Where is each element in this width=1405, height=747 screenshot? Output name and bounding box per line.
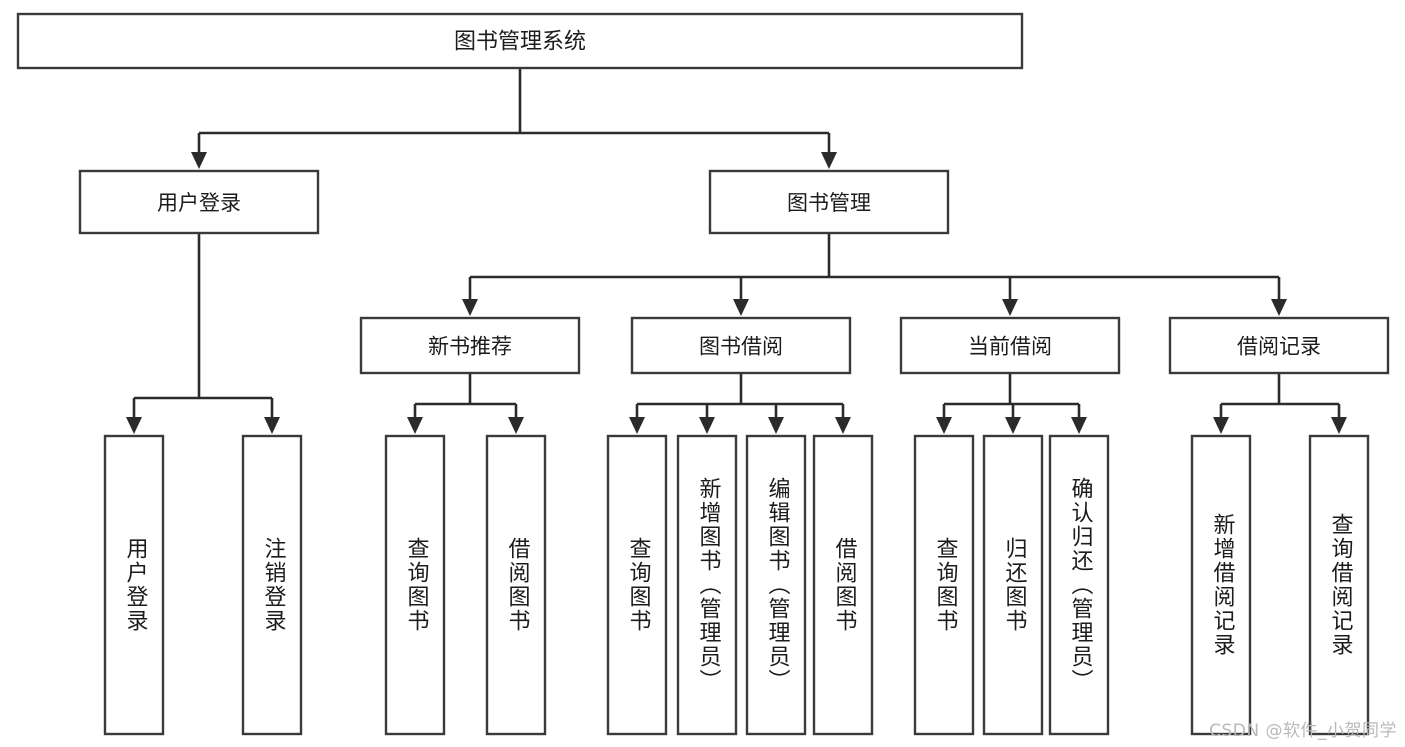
- node-label-book-manage: 图书管理: [787, 191, 871, 215]
- node-box-leaf-add-book[interactable]: [676, 434, 738, 736]
- node-box-root[interactable]: [16, 12, 1024, 70]
- node-box-leaf-query-book-3[interactable]: [913, 434, 975, 736]
- node-box-leaf-return-book[interactable]: [982, 434, 1044, 736]
- arrow-head-leaf-confirm-return: [1071, 417, 1087, 434]
- arrow-head-leaf-add-record: [1213, 417, 1229, 434]
- node-box-leaf-user-login[interactable]: [103, 434, 165, 736]
- arrow-head-current-borrow: [1002, 299, 1018, 316]
- node-box-leaf-logout[interactable]: [241, 434, 303, 736]
- arrow-head-leaf-query-book-3: [936, 417, 952, 434]
- arrow-head-user-login: [191, 152, 207, 169]
- node-label-user-login: 用户登录: [157, 191, 241, 215]
- node-box-leaf-query-book-1[interactable]: [384, 434, 446, 736]
- arrow-head-leaf-query-book-1: [407, 417, 423, 434]
- arrow-head-leaf-logout: [264, 417, 280, 434]
- node-box-leaf-borrow-book-1[interactable]: [485, 434, 547, 736]
- arrow-head-leaf-user-login: [126, 417, 142, 434]
- node-box-book-borrow[interactable]: [630, 316, 852, 375]
- node-box-current-borrow[interactable]: [899, 316, 1121, 375]
- node-box-user-login[interactable]: [78, 169, 320, 235]
- arrow-head-leaf-query-record: [1331, 417, 1347, 434]
- node-box-leaf-query-record[interactable]: [1308, 434, 1370, 736]
- node-label-current-borrow: 当前借阅: [968, 335, 1052, 359]
- node-box-leaf-add-record[interactable]: [1190, 434, 1252, 736]
- arrow-head-leaf-return-book: [1005, 417, 1021, 434]
- arrow-head-leaf-borrow-book-2: [835, 417, 851, 434]
- node-label-root: 图书管理系统: [454, 30, 586, 55]
- node-box-leaf-borrow-book-2[interactable]: [812, 434, 874, 736]
- node-box-book-manage[interactable]: [708, 169, 950, 235]
- node-box-leaf-query-book-2[interactable]: [606, 434, 668, 736]
- node-label-new-book-recommend: 新书推荐: [428, 335, 512, 359]
- node-box-layer: [16, 12, 1390, 736]
- arrow-head-leaf-borrow-book-1: [508, 417, 524, 434]
- arrow-head-leaf-add-book: [699, 417, 715, 434]
- arrow-head-book-manage: [821, 152, 837, 169]
- arrow-head-borrow-records: [1271, 299, 1287, 316]
- node-box-leaf-confirm-return[interactable]: [1048, 434, 1110, 736]
- arrow-head-new-book-recommend: [462, 299, 478, 316]
- arrow-head-book-borrow: [733, 299, 749, 316]
- watermark-text: CSDN @软件_小贺同学: [1209, 721, 1397, 741]
- arrow-head-leaf-edit-book: [768, 417, 784, 434]
- node-box-borrow-records[interactable]: [1168, 316, 1390, 375]
- arrow-head-leaf-query-book-2: [629, 417, 645, 434]
- node-box-leaf-edit-book[interactable]: [745, 434, 807, 736]
- connector-layer: [126, 68, 1347, 434]
- node-label-borrow-records: 借阅记录: [1237, 335, 1321, 359]
- node-label-book-borrow: 图书借阅: [699, 335, 783, 359]
- node-box-new-book-recommend[interactable]: [359, 316, 581, 375]
